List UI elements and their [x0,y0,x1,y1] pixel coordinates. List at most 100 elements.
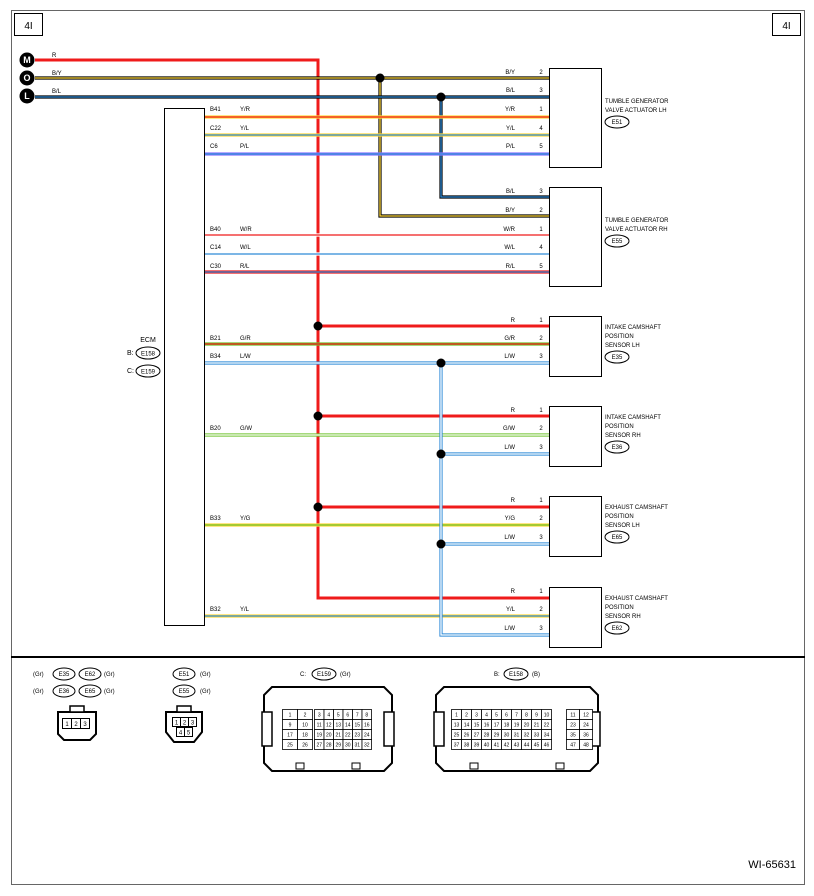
junction-dot [313,411,323,421]
component-code: E36 [612,445,623,451]
svg-text:E51: E51 [179,672,190,678]
component-pin-number: 3 [539,354,543,360]
b-pin-number: 48 [583,743,589,749]
c-pin-number: 1 [289,713,292,719]
component-pin-number: 4 [539,245,543,251]
terminal-circle [19,52,35,68]
c-pin-number: 17 [287,733,293,739]
svg-text:(Gr): (Gr) [104,689,115,695]
ecm-pin-wire-label: Y/L [240,607,250,613]
component-box [549,316,602,377]
c-pin-number: 27 [316,743,322,749]
component-box [549,406,602,467]
component-pin-number: 3 [539,189,543,195]
component-pin-number: 2 [539,516,543,522]
b-pin-number: 33 [534,733,540,739]
component-code-oval [604,350,630,364]
component-title-line: VALVE ACTUATOR RH [605,227,668,233]
figure-id: WI-65631 [748,859,796,871]
ecm-pin-wire-label: R/L [240,264,250,270]
c-pin-number: 6 [346,713,349,719]
ecm-title: ECM [140,337,156,344]
junction-dot [436,449,446,459]
component-wire-label: Y/L [506,607,516,613]
c-pin-number: 2 [304,713,307,719]
component-pin-number: 5 [539,144,543,150]
b-pin-number: 34 [544,733,550,739]
b-pin-number: 43 [514,743,520,749]
c-pin-number: 14 [345,723,351,729]
ecm-pin-b33: B33 [210,516,221,522]
corner-code-right: 4I [772,13,801,36]
c-pin-number: 12 [326,723,332,729]
b-pin-number: 27 [474,733,480,739]
c-pin-number: 21 [335,733,341,739]
legend-actuator-connector: E51 (Gr) E55 (Gr) 1 2 3 4 5 [165,667,211,743]
b-pin-number: 41 [494,743,500,749]
component-pin-number: 2 [539,70,543,76]
component-pin-number: 1 [539,408,543,414]
ecm-b-prefix: B: [127,350,134,357]
wire-b-l-branch [439,97,549,199]
c-pin-number: 5 [337,713,340,719]
component-code-oval [604,115,630,129]
c-pin-number: 8 [365,713,368,719]
b-pin-number: 10 [544,713,550,719]
component-code-oval [604,234,630,248]
c-pin-number: 11 [317,723,322,729]
b-pin-number: 21 [534,723,540,729]
svg-text:E36: E36 [59,689,70,695]
svg-text:E159: E159 [317,672,332,678]
legend-sensor-connector: (Gr) E35 E62 (Gr) (Gr) E36 E65 (Gr) 1 2 … [33,667,115,741]
ecm-pin-b40: B40 [210,227,221,233]
b-pin-cell [541,739,552,750]
component-wire-label: W/L [504,245,515,251]
c-pin-number: 13 [335,723,341,729]
c-pin-number: 18 [302,733,308,739]
wire-b-y-branch-stripe [379,78,549,217]
component-wire-label: R [511,589,516,595]
ecm-c-code: E159 [141,370,156,376]
component-pin-number: 2 [539,607,543,613]
b-pin-number: 40 [484,743,490,749]
c-pin-cell [361,739,372,750]
svg-text:E35: E35 [59,672,70,678]
ecm-pin-b20: B20 [210,426,221,432]
b-pin-number: 6 [505,713,508,719]
b-pin-number: 26 [464,733,470,739]
ecm-pin-c14: C14 [210,245,222,251]
b-pin-number: 14 [464,723,470,729]
c-pin-number: 23 [354,733,360,739]
b-pin-number: 3 [475,713,478,719]
svg-text:E55: E55 [179,689,190,695]
wire-l-w-trunk-stripe [440,363,549,636]
c-pin-number: 7 [356,713,359,719]
component-code: E55 [612,239,623,245]
b-pin-number: 35 [570,733,576,739]
b-pin-number: 4 [485,713,488,719]
component-pin-number: 2 [539,208,543,214]
ecm-pin-b34: B34 [210,354,221,360]
component-wire-label: R [511,498,516,504]
component-title-line: SENSOR RH [605,614,641,620]
component-pin-number: 1 [539,227,543,233]
component-wire-label: Y/L [506,126,516,132]
component-title-line: SENSOR LH [605,523,640,529]
component-title-line: INTAKE CAMSHAFT [605,325,661,331]
b-pin-number: 9 [535,713,538,719]
component-pin-number: 4 [539,126,543,132]
ecm-pin-wire-label: P/L [240,144,250,150]
c-pin-number: 15 [354,723,360,729]
c-pin-number: 20 [326,733,332,739]
component-code: E62 [612,626,623,632]
power-wire-label: B/Y [52,71,62,77]
power-wire-label: B/L [52,89,62,95]
